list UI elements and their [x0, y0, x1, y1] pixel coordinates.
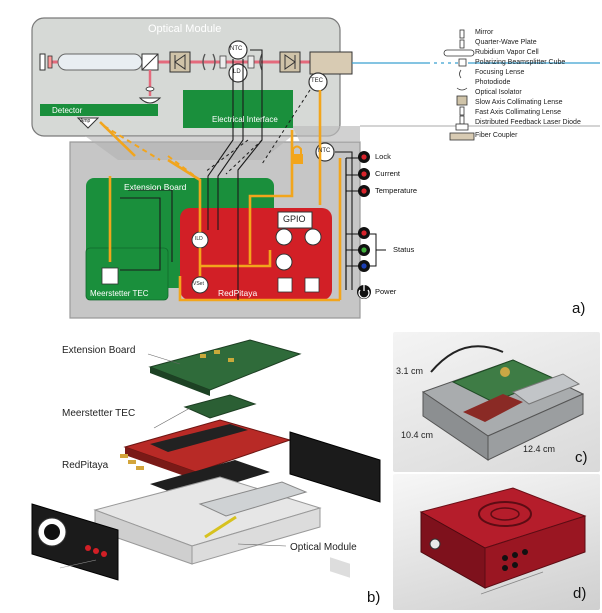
- label-meerstetter-tec: Meerstetter TEC: [62, 408, 136, 419]
- panel-letter-b: b): [367, 589, 381, 606]
- control-label-temperature: Temperature: [375, 186, 418, 195]
- redpitaya-label: RedPitaya: [218, 288, 258, 298]
- dim-height: 3.1 cm: [396, 366, 424, 376]
- panel-letter-a: a): [572, 300, 586, 317]
- label-optical-module: Optical Module: [290, 542, 357, 553]
- dim-depth: 10.4 cm: [401, 430, 434, 440]
- legend-symbols: [443, 29, 475, 141]
- panel-letter-c: c): [575, 449, 588, 466]
- label-redpitaya: RedPitaya: [62, 460, 109, 471]
- redpitaya-board: [180, 208, 332, 300]
- electrical-interface-label: Electrical Interface: [212, 115, 278, 124]
- panel-d-photo: d): [393, 474, 600, 610]
- gpio-box: [277, 211, 313, 229]
- status-label: Status: [393, 245, 415, 254]
- dim-width: 12.4 cm: [523, 444, 556, 454]
- lock-icon: [291, 154, 303, 164]
- control-label-current: Current: [375, 169, 401, 178]
- control-label-lock: Lock: [375, 152, 391, 161]
- power-label: Power: [375, 287, 397, 296]
- fiber-coupler: [309, 51, 353, 75]
- panel-letter-d: d): [573, 585, 587, 602]
- meerstetter-label: Meerstetter TEC: [90, 289, 149, 298]
- tec-label: TEC: [311, 78, 323, 84]
- ld-label: LD: [233, 69, 241, 75]
- amp-label: Amp: [80, 118, 91, 124]
- panel-a: Optical Module Detector Amp Electrical I…: [31, 17, 600, 319]
- detector-label: Detector: [52, 106, 83, 115]
- panel-a-schematic: [31, 17, 600, 319]
- panel-c-photo: 3.1 cm 10.4 cm 12.4 cm c): [393, 332, 600, 472]
- panel-b: Extension Board Meerstetter TEC RedPitay…: [0, 332, 390, 613]
- optical-isolator-2: [279, 51, 301, 73]
- label-extension-board: Extension Board: [62, 345, 136, 356]
- ntc-label-2: NTC: [318, 148, 331, 154]
- optical-isolator-1: [169, 51, 191, 73]
- electrical-interface-box: [183, 90, 293, 128]
- detector-bar: [40, 104, 158, 116]
- panel-b-exploded-view: [31, 339, 381, 581]
- gpio-label: GPIO: [283, 214, 306, 224]
- control-knobs: [357, 151, 371, 299]
- meerstetter-board: [85, 247, 169, 301]
- ild-label: ILD: [195, 236, 203, 242]
- extension-board-label: Extension Board: [124, 182, 187, 192]
- ntc-label: NTC: [230, 46, 243, 52]
- optical-module-title: Optical Module: [148, 23, 222, 35]
- vset-label: VSet: [193, 281, 204, 287]
- vapor-cell: [57, 53, 143, 71]
